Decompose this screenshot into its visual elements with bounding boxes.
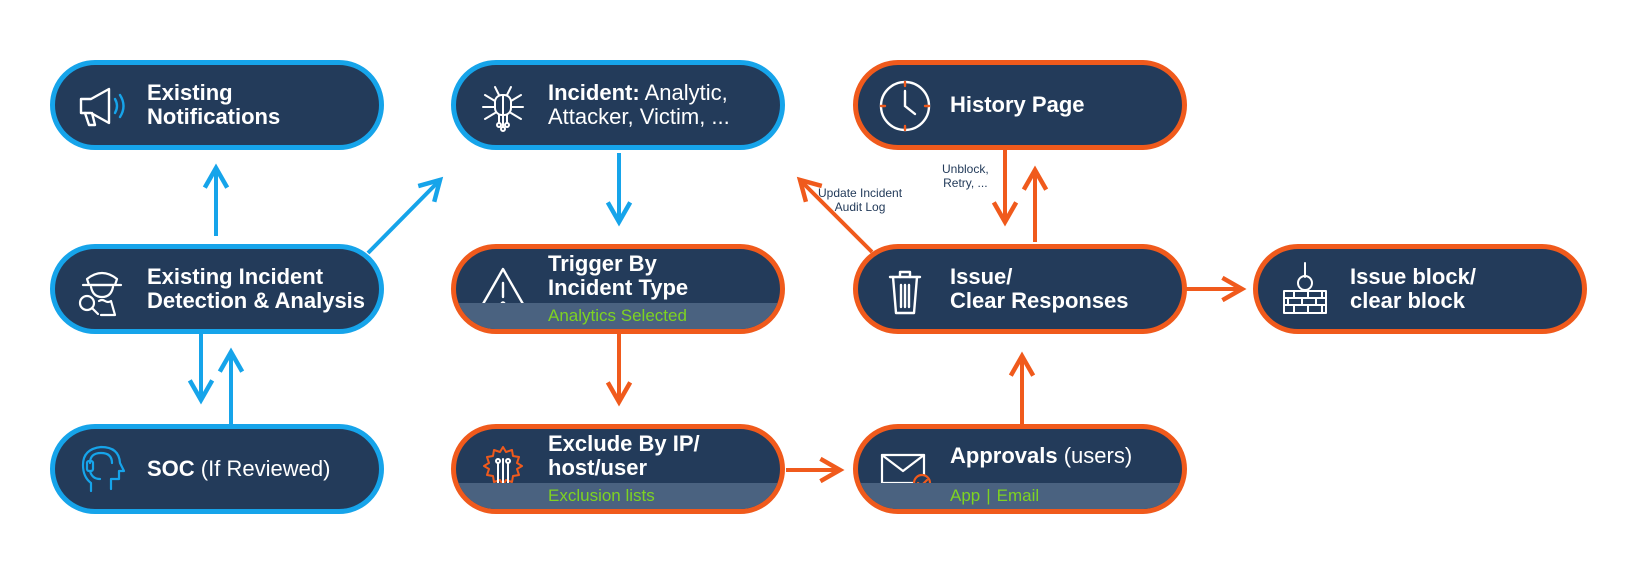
node-trigger-line1: Trigger By (548, 251, 657, 276)
node-approvals[interactable]: Approvals (users) App | Email (853, 424, 1187, 514)
arrow-detection-to-incident (366, 176, 444, 255)
node-existing-detection[interactable]: Existing Incident Detection & Analysis (50, 244, 384, 334)
node-approvals-band: App | Email (858, 483, 1182, 509)
node-existing-detection-line2: Detection & Analysis (147, 288, 366, 313)
label-unblock-line1: Unblock, (942, 162, 989, 176)
node-soc-bold: SOC (147, 456, 195, 481)
label-update-audit-line1: Update Incident (818, 186, 903, 200)
node-soc[interactable]: SOC (If Reviewed) (50, 424, 384, 514)
node-trigger-band: Analytics Selected (456, 303, 780, 329)
arrow-issue-to-incident (796, 176, 874, 254)
node-trigger-band-text: Analytics Selected (548, 306, 687, 325)
node-exclude-band: Exclusion lists (456, 483, 780, 509)
node-soc-rest: (If Reviewed) (194, 456, 331, 481)
headset-agent-icon (73, 441, 131, 499)
node-issue-clear-line1: Issue/ (950, 264, 1013, 289)
node-issue-block-line2: clear block (1350, 288, 1465, 313)
node-incident-bold: Incident: (548, 80, 640, 105)
node-approvals-band-text: App | Email (950, 485, 1039, 507)
node-exclude[interactable]: Exclude By IP/ host/user Exclusion lists (451, 424, 785, 514)
node-trigger-line2: Incident Type (548, 275, 689, 300)
node-incident-line1-rest: Analytic, (639, 80, 728, 105)
label-update-audit-line2: Audit Log (834, 200, 886, 214)
node-issue-clear-line2: Clear Responses (950, 288, 1129, 313)
label-update-audit-log: Update Incident Audit Log (818, 186, 902, 214)
clock-icon (876, 77, 934, 135)
node-history-page-line1: History Page (950, 92, 1085, 117)
node-approvals-rest: (users) (1057, 443, 1133, 468)
node-incident-line2: Attacker, Victim, ... (548, 104, 730, 129)
node-trigger[interactable]: Trigger By Incident Type Analytics Selec… (451, 244, 785, 334)
node-exclude-line2: host/user (548, 455, 648, 480)
node-issue-block-line1: Issue block/ (1350, 264, 1476, 289)
node-existing-notifications[interactable]: Existing Notifications (50, 60, 384, 150)
label-unblock-retry: Unblock, Retry, ... (942, 162, 989, 190)
node-existing-notifications-line2: Notifications (147, 104, 281, 129)
label-unblock-line2: Retry, ... (943, 176, 988, 190)
node-issue-block[interactable]: Issue block/ clear block (1253, 244, 1587, 334)
wrecking-ball-wall-icon (1276, 261, 1334, 319)
megaphone-icon (73, 77, 131, 135)
node-exclude-band-text: Exclusion lists (548, 486, 655, 505)
node-incident[interactable]: Incident: Analytic, Attacker, Victim, ..… (451, 60, 785, 150)
node-approvals-band-email: Email (996, 486, 1040, 505)
node-existing-detection-line1: Existing Incident (147, 264, 324, 289)
node-issue-clear[interactable]: Issue/ Clear Responses (853, 244, 1187, 334)
circuit-bug-icon (474, 77, 532, 135)
node-history-page[interactable]: History Page (853, 60, 1187, 150)
node-approvals-band-sep: | (986, 486, 991, 505)
trash-icon (876, 261, 934, 319)
node-existing-notifications-line1: Existing (147, 80, 233, 105)
node-exclude-line1: Exclude By IP/ (548, 431, 700, 456)
node-approvals-band-app: App (950, 486, 981, 505)
node-approvals-bold: Approvals (950, 443, 1058, 468)
detective-icon (73, 261, 131, 319)
